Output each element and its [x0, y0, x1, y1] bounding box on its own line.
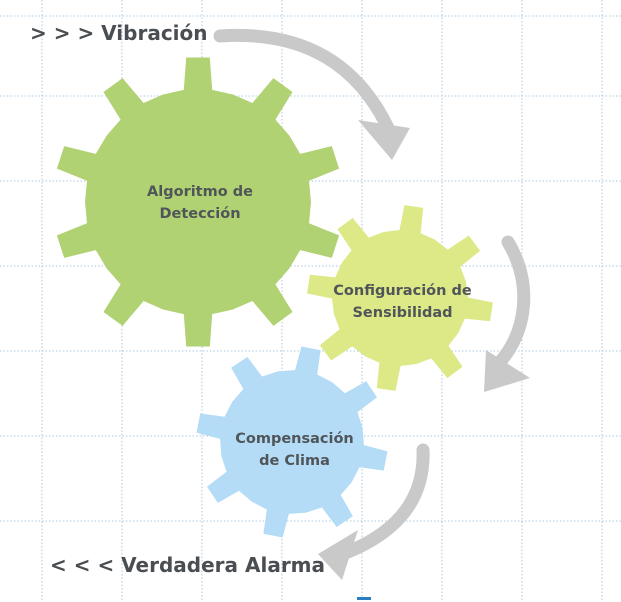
climate-gear-label-line2: de Clima [259, 453, 330, 469]
sensitivity-gear [307, 205, 493, 391]
detection-gear [56, 57, 340, 347]
output-label-true-alarm: < < < Verdadera Alarma [50, 553, 326, 577]
arrow-sensitivity-to-climate [493, 235, 531, 369]
arrow-vibration-to-sensitivity [213, 28, 395, 135]
detection-gear-label-line2: Detección [159, 206, 241, 222]
arrow-climate-to-alarm [341, 443, 430, 559]
arrow-head-2 [484, 350, 530, 392]
sensitivity-gear-label: Configuración de Sensibilidad [315, 280, 490, 324]
climate-gear-label: Compensación de Clima [222, 428, 367, 472]
sensitivity-gear-label-line1: Configuración de [333, 283, 472, 299]
arrow-head-3 [318, 530, 358, 580]
accent-mark [357, 597, 371, 600]
detection-gear-label: Algoritmo de Detección [110, 181, 290, 225]
input-label-vibration: > > > Vibración [30, 21, 208, 45]
arrow-head-1 [358, 120, 410, 160]
sensitivity-gear-label-line2: Sensibilidad [352, 305, 453, 321]
detection-gear-label-line1: Algoritmo de [147, 184, 253, 200]
climate-gear-label-line1: Compensación [235, 431, 354, 447]
climate-gear [196, 346, 388, 538]
